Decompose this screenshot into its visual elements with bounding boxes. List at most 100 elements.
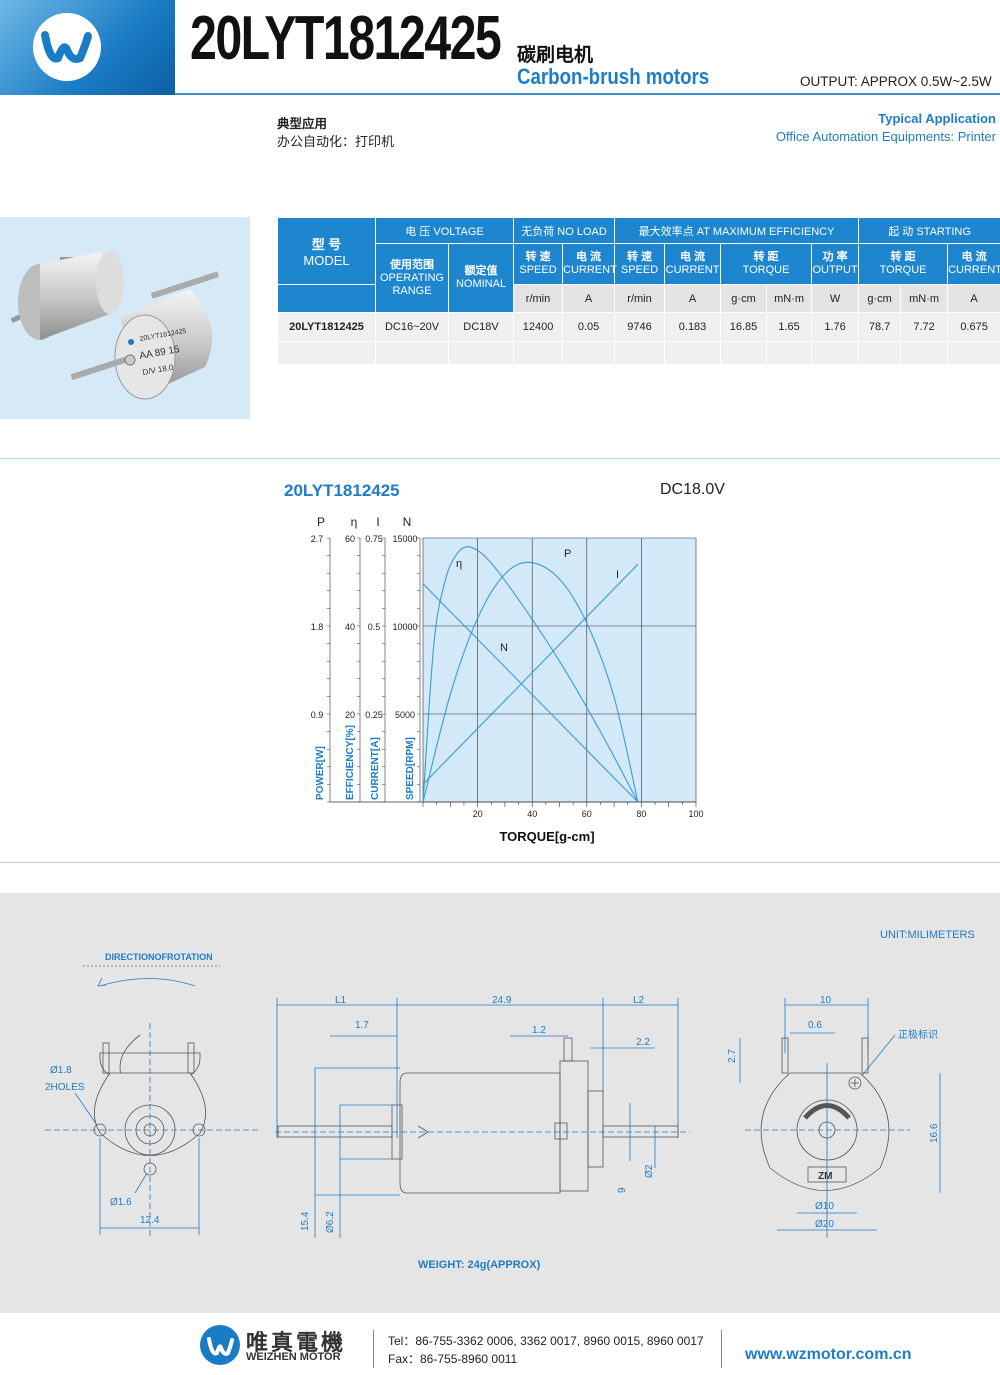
header-operating-range: 使用范围 OPERATING RANGE <box>375 243 449 313</box>
chart-title: 20LYT1812425 <box>284 481 400 500</box>
cell-nominal: DC18V <box>447 312 515 342</box>
header-noload: 无负荷 NO LOAD <box>513 217 616 244</box>
x-tick-label: 20 <box>473 809 483 819</box>
cell-start-torque-gcm: 78.7 <box>858 312 902 342</box>
footer-divider <box>721 1330 722 1368</box>
series-label: η <box>456 558 462 570</box>
footer-divider <box>373 1330 374 1368</box>
dim-1-2: 1.2 <box>532 1025 546 1036</box>
dim-center-hole: Ø1.6 <box>110 1197 132 1208</box>
dim-2-7: 2.7 <box>727 1049 738 1063</box>
header-range-en2: RANGE <box>392 284 432 297</box>
header-torque-cn: 转 距 <box>890 251 916 263</box>
header-starting: 起 动 STARTING <box>858 217 1000 244</box>
zm-mark: ZM <box>818 1171 832 1182</box>
dim-15-4: 15.4 <box>300 1211 311 1231</box>
y-tick-label: 2.7 <box>311 534 324 544</box>
y-tick-label: 20 <box>345 710 355 720</box>
cell-range: DC16~20V <box>375 312 449 342</box>
series-line-efficiency <box>422 546 639 803</box>
y-tick-label: 40 <box>345 622 355 632</box>
motor-type-en: Carbon-brush motors <box>517 64 710 89</box>
header-speed-en: SPEED <box>620 264 659 276</box>
y-tick-label: 0.5 <box>368 622 381 632</box>
header-torque-en: TORQUE <box>742 264 790 276</box>
header-rule <box>175 93 1000 95</box>
dim-dia-10: Ø10 <box>815 1201 834 1212</box>
application-en-title: Typical Application <box>878 111 996 126</box>
y-axis-symbol: I <box>376 515 379 529</box>
header-logo-banner <box>0 0 175 95</box>
dim-l1: L1 <box>335 995 347 1006</box>
unit-cell: r/min <box>513 284 564 313</box>
footer-brand-cn: 唯真電機 <box>246 1330 347 1355</box>
y-axis-label: CURRENT[A] <box>370 737 381 800</box>
application-en: Office Automation Equipments: Printer <box>775 129 996 144</box>
table-row: 20LYT1812425 DC16~20V DC18V 12400 0.05 9… <box>277 312 1000 342</box>
series-line-I <box>422 564 639 785</box>
footer-tel: Tel：86-755-3362 0006, 3362 0017, 8960 00… <box>388 1334 704 1348</box>
model-title: 20LYT1812425 <box>190 4 502 73</box>
y-tick-label: 1.8 <box>311 622 324 632</box>
x-tick-label: 40 <box>527 809 537 819</box>
cell-eff-current: 0.183 <box>664 312 722 342</box>
header-range-en1: OPERATING <box>380 271 444 284</box>
header-model: 型 号 MODEL <box>277 217 376 285</box>
x-tick-label: 60 <box>582 809 592 819</box>
y-tick-label: 10000 <box>392 622 417 632</box>
rotation-arrow-icon <box>99 978 196 987</box>
unit-cell: r/min <box>614 284 666 313</box>
unit-cell: mN·m <box>766 284 813 313</box>
spec-table: 型 号 MODEL 电 压 VOLTAGE 无负荷 NO LOAD 最大效率点 … <box>277 217 1000 365</box>
weight-label: WEIGHT: 24g(APPROX) <box>418 1259 541 1271</box>
header-voltage: 电 压 VOLTAGE <box>374 217 515 244</box>
dim-dia-20: Ø20 <box>815 1219 834 1230</box>
cell-eff-torque-gcm: 16.85 <box>720 312 768 342</box>
cell-eff-speed: 9746 <box>614 312 666 342</box>
y-axis-label: EFFICIENCY[%] <box>345 725 356 800</box>
header-nominal-cn: 额定值 <box>464 265 498 277</box>
motor-photo: 20LYT1812425 AA 89 15 D/V 18.0 <box>0 217 250 419</box>
series-line-P <box>422 561 639 803</box>
dim-holes-count: 2HOLES <box>45 1082 85 1093</box>
dim-l2: L2 <box>633 995 645 1006</box>
header-current-en: CURRENT <box>948 264 1000 276</box>
unit-cell: g·cm <box>720 284 768 313</box>
series-line-N <box>422 583 639 803</box>
unit-cell: W <box>811 284 860 313</box>
y-axis-label: SPEED[RPM] <box>405 737 416 800</box>
dim-1-7: 1.7 <box>355 1020 369 1031</box>
header-model-cn: 型 号 <box>311 237 342 252</box>
footer-website-link[interactable]: www.wzmotor.com.cn <box>745 1346 912 1363</box>
dim-10: 10 <box>820 995 832 1006</box>
footer-logo-icon <box>200 1325 240 1365</box>
unit-cell: A <box>562 284 616 313</box>
y-tick-label: 15000 <box>392 534 417 544</box>
y-tick-label: 0.9 <box>311 710 324 720</box>
header-model-spacer <box>277 284 376 313</box>
section-divider <box>0 458 1000 459</box>
cell-eff-output: 1.76 <box>811 312 860 342</box>
polarity-label: 正极标识 <box>898 1028 938 1041</box>
dim-hole-diameter: Ø1.8 <box>50 1065 72 1076</box>
header-current-en: CURRENT <box>665 264 720 276</box>
header-max-efficiency: 最大效率点 AT MAXIMUM EFFICIENCY <box>614 217 860 244</box>
x-tick-label: 100 <box>688 809 703 819</box>
header-speed-en: SPEED <box>519 264 557 276</box>
y-tick-label: 5000 <box>395 710 415 720</box>
y-axis-symbol: η <box>351 515 358 529</box>
motor-type-cn: 碳刷电机 <box>517 45 594 66</box>
dim-hole-spacing: 12.4 <box>140 1215 160 1226</box>
series-label: P <box>564 548 571 560</box>
dimension-drawings: UNIT:MILIMETERS DIRECTIONOFROTATION Ø1.8… <box>45 929 975 1271</box>
header-output-en: OUTPUT <box>812 264 858 276</box>
